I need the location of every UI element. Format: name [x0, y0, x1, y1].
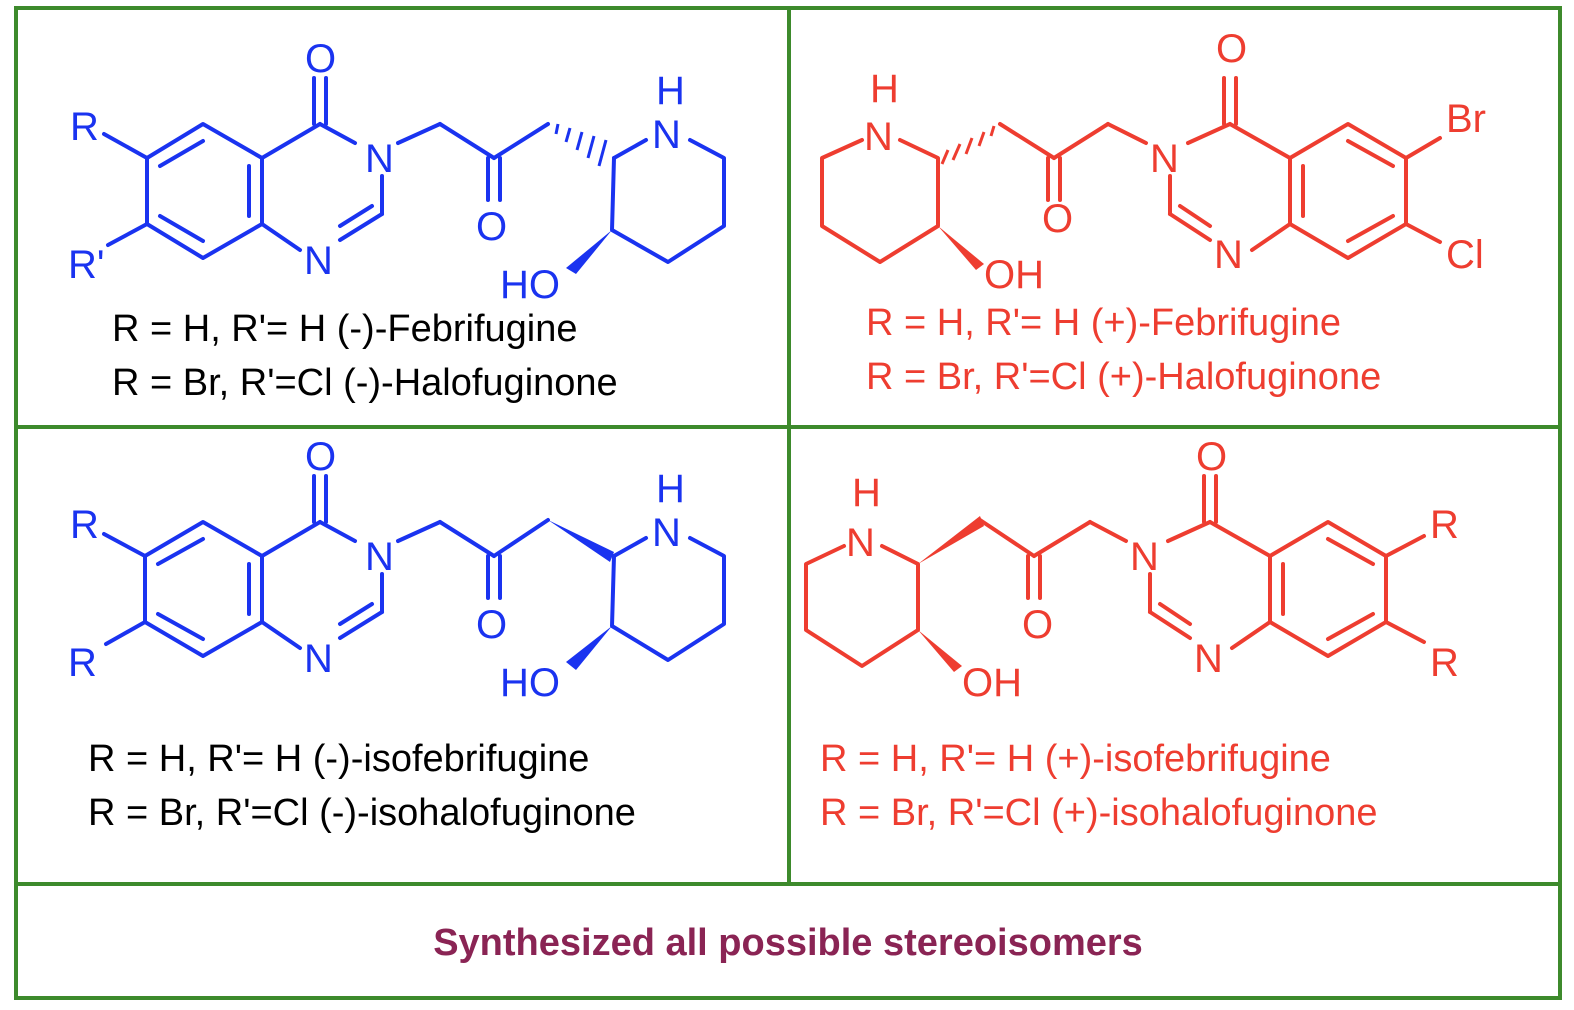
atom-h-piperidine: H: [656, 467, 685, 511]
atom-hydroxyl: OH: [984, 253, 1044, 297]
atom-n-piperidine: N: [846, 521, 875, 565]
atom-h-piperidine: H: [870, 67, 899, 111]
atom-n3: N: [1130, 535, 1159, 579]
atom-n-piperidine: N: [864, 115, 893, 159]
atom-o-ketone: O: [476, 205, 507, 249]
atom-n3: N: [365, 137, 394, 181]
atom-n3: N: [1150, 137, 1179, 181]
atom-o-carbonyl: O: [305, 435, 336, 479]
footer-text: Synthesized all possible stereoisomers: [433, 921, 1143, 964]
substituent-r7: R': [68, 243, 105, 287]
wedge-bond-chain-bottom-right: [918, 516, 984, 564]
bonds-top-left: [102, 76, 726, 264]
atom-o-ketone: O: [1042, 197, 1073, 241]
atom-n1: N: [304, 637, 333, 681]
atom-labels-top-left: O N N O N H HO R R': [68, 37, 685, 307]
atom-labels-bottom-right: O N N O N H OH R R: [846, 435, 1459, 705]
wedge-bond-top-right: [938, 226, 984, 270]
footer-banner: Synthesized all possible stereoisomers: [14, 886, 1562, 1000]
wedge-bond-chain-bottom-left: [548, 520, 614, 562]
bonds-bottom-right: [804, 474, 1426, 668]
substituent-r6: R: [1430, 503, 1459, 547]
atom-o-ketone: O: [1022, 603, 1053, 647]
atom-o-carbonyl: O: [1196, 435, 1227, 479]
caption-top-left-line2: R = Br, R'=Cl (-)-Halofuginone: [112, 362, 618, 404]
substituent-r6: R: [70, 105, 99, 149]
caption-bottom-left-line1: R = H, R'= H (-)-isofebrifugine: [88, 738, 590, 780]
wedge-bond-bottom-right: [918, 630, 962, 672]
substituent-r7: R: [1430, 641, 1459, 685]
substituent-r6: R: [70, 503, 99, 547]
substituent-r7: R: [68, 641, 97, 685]
caption-bottom-left-line2: R = Br, R'=Cl (-)-isohalofuginone: [88, 792, 636, 834]
atom-hydroxyl: HO: [500, 661, 560, 705]
caption-bottom-right-line2: R = Br, R'=Cl (+)-isohalofuginone: [820, 792, 1378, 834]
atom-n3: N: [365, 535, 394, 579]
wedge-bond-bottom-left: [566, 626, 612, 670]
substituent-r6: Br: [1446, 97, 1486, 141]
atom-n1: N: [304, 239, 333, 283]
divider-horizontal-footer: [14, 882, 1562, 886]
substituent-r7: Cl: [1446, 233, 1484, 277]
atom-n-piperidine: N: [652, 113, 681, 157]
wedge-bond-top-left: [566, 230, 612, 274]
hashed-bond-top-right: [940, 125, 996, 165]
atom-h-piperidine: H: [656, 69, 685, 113]
atom-labels-top-right: O N N O N H OH Br Cl: [864, 27, 1486, 297]
atom-labels-bottom-left: O N N O N H HO R R: [68, 435, 685, 705]
caption-bottom-right-line1: R = H, R'= H (+)-isofebrifugine: [820, 738, 1331, 780]
bonds-bottom-left: [102, 474, 726, 662]
caption-top-left-line1: R = H, R'= H (-)-Febrifugine: [112, 308, 578, 350]
caption-top-right-line1: R = H, R'= H (+)-Febrifugine: [866, 302, 1342, 344]
atom-n1: N: [1194, 637, 1223, 681]
atom-o-ketone: O: [476, 603, 507, 647]
atom-h-piperidine: H: [852, 471, 881, 515]
atom-o-carbonyl: O: [1216, 27, 1247, 71]
hashed-bond-top-left: [554, 123, 608, 167]
atom-hydroxyl: HO: [500, 263, 560, 307]
atom-n1: N: [1214, 233, 1243, 277]
caption-top-right-line2: R = Br, R'=Cl (+)-Halofuginone: [866, 356, 1382, 398]
atom-n-piperidine: N: [652, 511, 681, 555]
bonds-top-right: [820, 76, 1442, 264]
atom-o-carbonyl: O: [305, 37, 336, 81]
divider-vertical-middle: [787, 6, 791, 884]
atom-hydroxyl: OH: [962, 661, 1022, 705]
